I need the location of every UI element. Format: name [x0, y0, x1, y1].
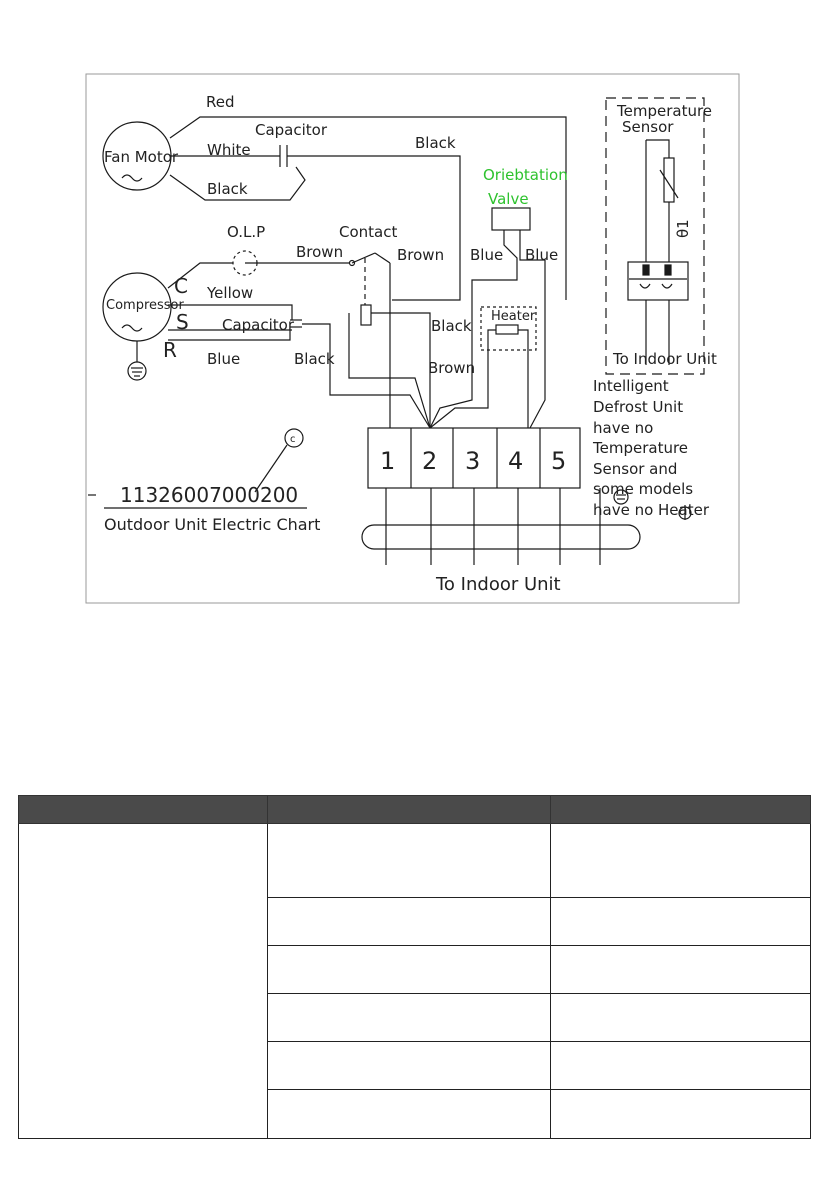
- table-cell: [550, 1089, 811, 1139]
- defrost-note: Intelligent Defrost Unit have no Tempera…: [592, 377, 710, 519]
- label-s: S: [176, 310, 189, 334]
- terminal-4: 4: [508, 447, 523, 475]
- table-row: [19, 1041, 811, 1090]
- label-to-indoor-unit-bottom: To Indoor Unit: [435, 574, 561, 595]
- terminal-2: 2: [422, 447, 437, 475]
- label-compressor: Compressor: [106, 298, 185, 313]
- terminal-1: 1: [380, 447, 395, 475]
- chart-title: Outdoor Unit Electric Chart: [104, 515, 320, 534]
- label-blue-valve-left: Blue: [470, 246, 503, 264]
- table-header-cell: [18, 795, 268, 824]
- spec-table: [18, 795, 811, 1139]
- label-blue-valve-right: Blue: [525, 246, 558, 264]
- label-r: R: [163, 338, 177, 362]
- table-cell: [550, 823, 811, 898]
- table-merged-cell: [18, 823, 268, 1139]
- table-cell: [550, 993, 811, 1042]
- terminal-5: 5: [551, 447, 566, 475]
- note-line: Intelligent: [593, 377, 669, 395]
- part-number: 11326007000200: [120, 483, 298, 507]
- label-c: C: [174, 274, 188, 298]
- table-header-cell: [550, 795, 811, 824]
- label-orientation-valve-2: Valve: [488, 190, 529, 208]
- label-red: Red: [206, 93, 235, 111]
- label-contact: Contact: [339, 223, 397, 241]
- table-cell: [550, 1041, 811, 1090]
- label-white: White: [207, 141, 251, 159]
- note-line: have no: [593, 419, 653, 437]
- table-cell: [267, 945, 551, 994]
- table-row: [19, 1089, 811, 1139]
- label-black-fan: Black: [207, 180, 248, 198]
- label-capacitor-fan: Capacitor: [255, 121, 328, 139]
- note-line: Sensor and: [593, 460, 677, 478]
- temperature-sensor-box: [605, 97, 705, 375]
- table-cell: [550, 945, 811, 994]
- wiring-diagram: Red Fan Motor White Capacitor Black Blac…: [85, 73, 740, 604]
- label-brown-left: Brown: [296, 243, 343, 261]
- cable-bundle: [361, 524, 641, 550]
- label-sensor: Sensor: [622, 118, 674, 136]
- table-cell: [267, 823, 551, 898]
- diagram-frame: [85, 73, 740, 604]
- label-temperature: Temperature: [616, 102, 712, 120]
- note-line: have no Heater: [593, 501, 710, 519]
- label-to-indoor-unit-sensor: To Indoor Unit: [612, 350, 717, 368]
- label-black-mid: Black: [431, 317, 472, 335]
- label-black-top: Black: [415, 134, 456, 152]
- label-heater: Heater: [491, 309, 536, 324]
- table-row: [19, 945, 811, 994]
- terminal-3: 3: [465, 447, 480, 475]
- table-header-cell: [267, 795, 551, 824]
- note-line: some models: [593, 480, 693, 498]
- table-cell: [550, 897, 811, 946]
- label-fan-motor: Fan Motor: [104, 148, 179, 166]
- note-line: Temperature: [592, 439, 688, 457]
- table-cell: [267, 1089, 551, 1139]
- table-cell: [267, 897, 551, 946]
- note-line: Defrost Unit: [593, 398, 683, 416]
- label-blue-compressor: Blue: [207, 350, 240, 368]
- label-brown-mid: Brown: [428, 359, 475, 377]
- label-brown-right: Brown: [397, 246, 444, 264]
- label-black-compressor: Black: [294, 350, 335, 368]
- table-header-row: [18, 795, 811, 824]
- label-orientation-valve-1: Oriebtation: [483, 166, 568, 184]
- table-row: [19, 993, 811, 1042]
- table-cell: [267, 1041, 551, 1090]
- label-olp: O.L.P: [227, 223, 265, 241]
- label-capacitor-compressor: Capacitor: [222, 316, 295, 334]
- label-yellow: Yellow: [206, 284, 253, 302]
- copyright-mark: c: [290, 434, 296, 445]
- table-cell: [267, 993, 551, 1042]
- label-theta: θ1: [674, 219, 692, 238]
- table-row: [18, 823, 811, 1139]
